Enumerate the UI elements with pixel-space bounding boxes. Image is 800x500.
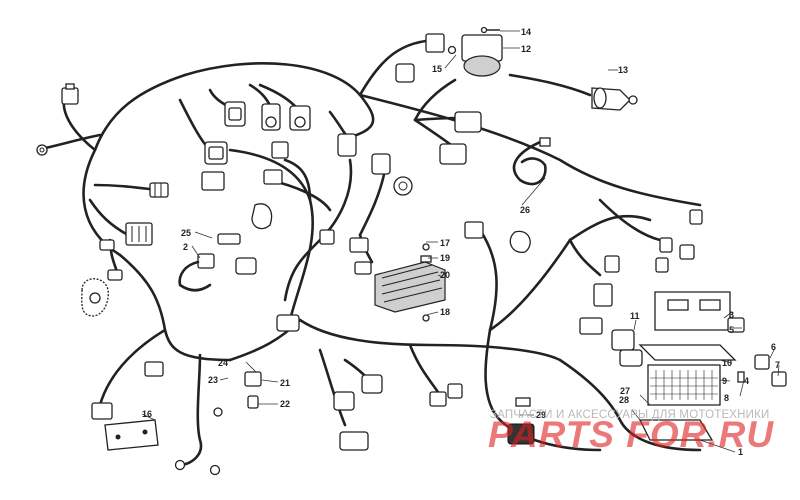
- connector-top-1: [224, 101, 246, 127]
- callout-15: 15: [432, 64, 442, 74]
- callout-25: 25: [181, 228, 191, 238]
- callout-18: 18: [440, 307, 450, 317]
- connector-16-mount: [91, 402, 159, 451]
- callout-19: 19: [440, 253, 450, 263]
- callout-2: 2: [183, 242, 188, 252]
- connector-top-5: [337, 133, 357, 157]
- connector-11: [579, 317, 643, 367]
- parts-21-24: [213, 371, 262, 417]
- fuse-grid: [650, 370, 718, 400]
- ring-terminal-left: [36, 144, 48, 156]
- callout-17: 17: [440, 238, 450, 248]
- callout-13: 13: [618, 65, 628, 75]
- fuse-box-3-10: [638, 291, 787, 441]
- connector-center-1: [371, 153, 413, 196]
- connector-top-4: [204, 141, 228, 165]
- callout-12: 12: [521, 44, 531, 54]
- connector-bottom-1: [333, 374, 383, 451]
- connector-left-block: [125, 222, 153, 246]
- connector-top-2: [261, 103, 281, 131]
- callout-6: 6: [771, 342, 776, 352]
- sensor-left: [81, 278, 109, 317]
- connectors-right-group: [464, 209, 703, 307]
- callout-10: 10: [722, 358, 732, 368]
- connector-mid-a: [263, 141, 289, 185]
- ring-terminals-bottom: [174, 459, 221, 476]
- connector-left-bottom: [144, 361, 164, 377]
- connector-bottom-2: [429, 383, 463, 407]
- watermark-tagline: ЗАПЧАСТИ И АКСЕССУАРЫ ДЛЯ МОТОТЕХНИКИ: [490, 409, 770, 421]
- voltage-regulator-20: [374, 243, 446, 322]
- connector-29: [507, 397, 535, 445]
- connector-2: [178, 253, 215, 292]
- callout-5: 5: [729, 325, 734, 335]
- callout-20: 20: [440, 270, 450, 280]
- leader-lines: [141, 30, 780, 453]
- strap-26: [512, 137, 551, 186]
- connector-top-left: [61, 83, 79, 105]
- callout-16: 16: [142, 409, 152, 419]
- callout-23: 23: [208, 375, 218, 385]
- callout-22: 22: [280, 399, 290, 409]
- starter-relay-12: [447, 26, 503, 77]
- connector-left-mid: [149, 182, 169, 198]
- watermark: ЗАПЧАСТИ И АКСЕССУАРЫ ДЛЯ МОТОТЕХНИКИ PA…: [488, 409, 774, 455]
- callout-14: 14: [521, 27, 531, 37]
- callout-26: 26: [520, 205, 530, 215]
- connector-left-small: [99, 239, 123, 281]
- callout-24: 24: [218, 358, 228, 368]
- connectors-top-center: [395, 33, 482, 165]
- callout-9: 9: [722, 376, 727, 386]
- connector-mid-b: [235, 203, 273, 275]
- callout-11: 11: [630, 311, 640, 321]
- harness-connectors: [36, 26, 787, 476]
- callout-29: 29: [536, 410, 546, 420]
- connector-25: [201, 171, 241, 245]
- callout-1: 1: [738, 447, 743, 457]
- connector-center-2: [319, 229, 372, 275]
- connector-top-3: [289, 105, 311, 131]
- callout-8: 8: [724, 393, 729, 403]
- connector-mid-c: [276, 314, 300, 332]
- callout-28: 28: [619, 395, 629, 405]
- plug-13: [591, 87, 638, 111]
- callout-21: 21: [280, 378, 290, 388]
- callout-4: 4: [744, 376, 749, 386]
- callout-7: 7: [775, 360, 780, 370]
- callout-labels: 1 2 3 4 5 6 7 8 9 10 11 12 13 14 15 16 1…: [142, 27, 780, 457]
- watermark-logo: PARTS FOR.RU: [488, 414, 774, 455]
- callout-3: 3: [729, 310, 734, 320]
- callout-27: 27: [620, 386, 630, 396]
